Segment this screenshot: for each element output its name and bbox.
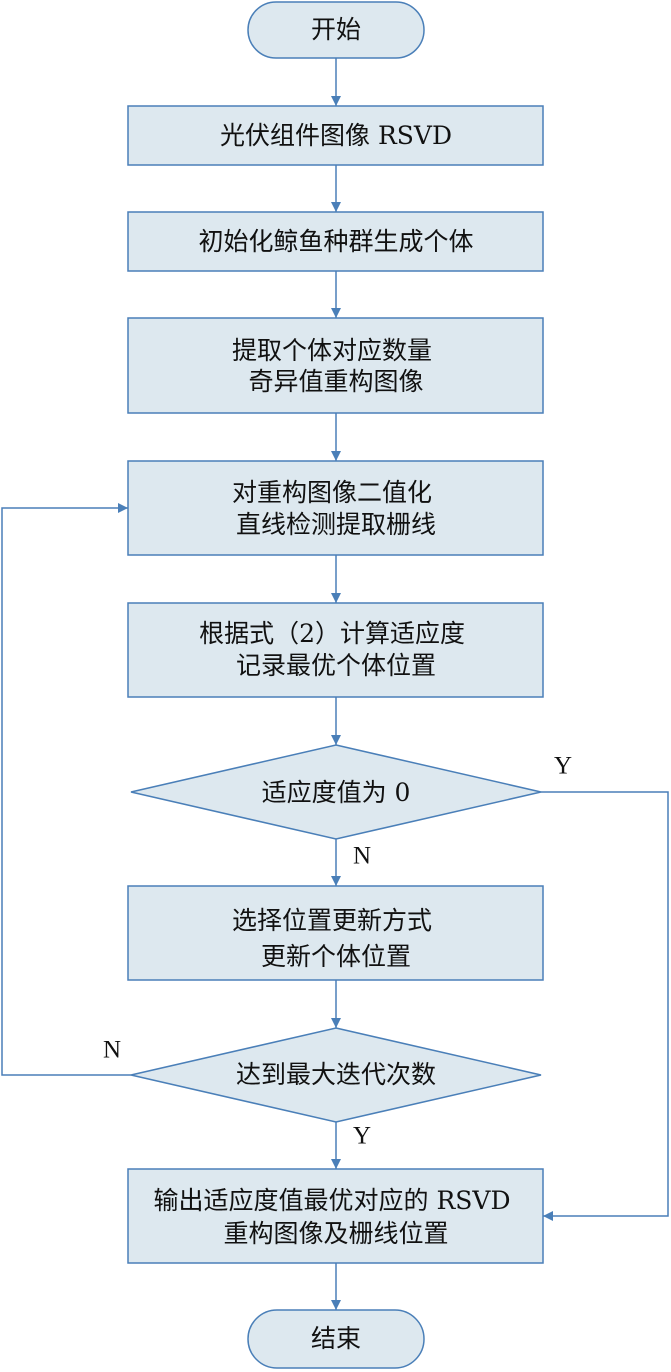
end-node-text: 结束 bbox=[311, 1324, 361, 1353]
label-zero-yes: Y bbox=[554, 753, 572, 780]
output-process-text: 输出适应度值最优对应的 RSVD 重构图像及栅线位置 bbox=[154, 1186, 519, 1248]
extract-process-text: 提取个体对应数量 奇异值重构图像 bbox=[232, 336, 440, 396]
fitness-process: 根据式（2）计算适应度 记录最优个体位置 bbox=[127, 602, 544, 698]
update-process-text: 选择位置更新方式 更新个体位置 bbox=[232, 906, 440, 971]
init-process: 初始化鲸鱼种群生成个体 bbox=[127, 211, 544, 272]
extract-process: 提取个体对应数量 奇异值重构图像 bbox=[127, 317, 544, 414]
fitness-process-text: 根据式（2）计算适应度 记录最优个体位置 bbox=[199, 619, 473, 680]
check-max-decision-text: 达到最大迭代次数 bbox=[236, 1060, 436, 1089]
update-process: 选择位置更新方式 更新个体位置 bbox=[127, 885, 544, 981]
check-max-decision: 达到最大迭代次数 bbox=[130, 1027, 542, 1123]
init-process-text: 初始化鲸鱼种群生成个体 bbox=[198, 227, 473, 256]
binarize-process: 对重构图像二值化 直线检测提取栅线 bbox=[127, 460, 544, 556]
edge-checkmax-no-binarize bbox=[1, 503, 131, 1076]
end-node: 结束 bbox=[247, 1309, 425, 1369]
rsvd-process-text: 光伏组件图像 RSVD bbox=[220, 121, 452, 150]
label-zero-no: N bbox=[353, 843, 371, 870]
label-max-yes: Y bbox=[353, 1123, 371, 1150]
check-zero-decision-text: 适应度值为 0 bbox=[262, 778, 411, 807]
output-process: 输出适应度值最优对应的 RSVD 重构图像及栅线位置 bbox=[127, 1168, 544, 1264]
label-max-no: N bbox=[103, 1037, 121, 1064]
start-node: 开始 bbox=[247, 1, 425, 59]
edges bbox=[1, 58, 669, 1310]
start-node-text: 开始 bbox=[311, 15, 361, 44]
rsvd-process: 光伏组件图像 RSVD bbox=[127, 105, 544, 166]
check-zero-decision: 适应度值为 0 bbox=[130, 744, 542, 840]
binarize-process-text: 对重构图像二值化 直线检测提取栅线 bbox=[232, 478, 440, 539]
edge-checkzero-yes-output bbox=[541, 791, 669, 1221]
